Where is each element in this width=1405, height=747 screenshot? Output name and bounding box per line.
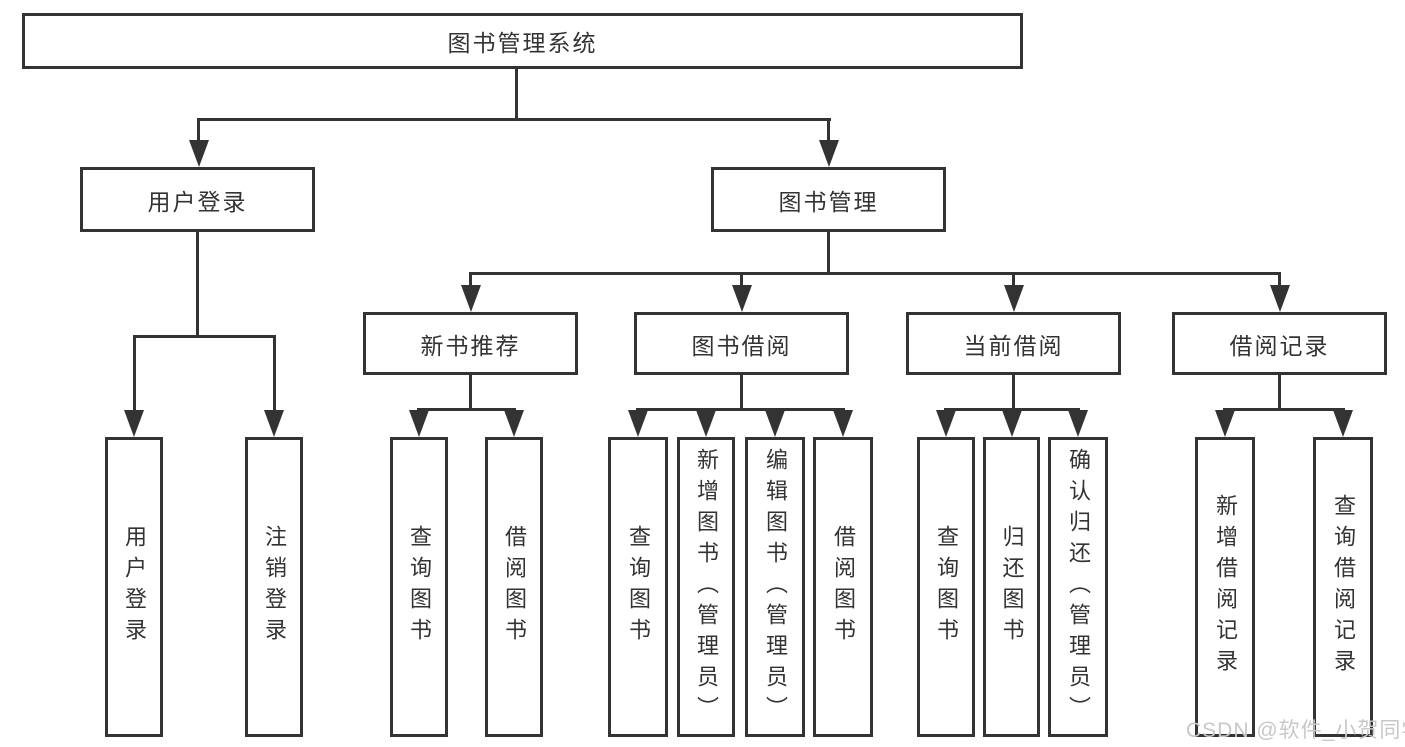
connector-line xyxy=(197,118,831,121)
node-user-login: 用户登录 xyxy=(80,167,315,232)
connector-line xyxy=(417,408,516,411)
arrow-down-icon xyxy=(264,410,284,437)
connector-line xyxy=(1012,375,1015,409)
arrow-down-icon xyxy=(1269,285,1290,312)
node-current-borrow: 当前借阅 xyxy=(906,312,1121,375)
arrow-down-icon xyxy=(1333,410,1353,437)
arrow-down-icon xyxy=(1215,410,1235,437)
arrow-shaft xyxy=(740,272,743,287)
node-book-management: 图书管理 xyxy=(711,167,946,232)
leaf-edit-books-admin: 编辑图书（管理员） xyxy=(745,437,805,737)
arrow-shaft xyxy=(272,335,276,412)
connector-line xyxy=(133,335,275,338)
arrow-down-icon xyxy=(818,140,839,167)
arrow-down-icon xyxy=(460,285,481,312)
connector-line xyxy=(740,375,743,409)
arrow-down-icon xyxy=(1068,410,1088,437)
arrow-shaft xyxy=(469,272,472,287)
connector-line xyxy=(1223,408,1345,411)
leaf-add-books-admin: 新增图书（管理员） xyxy=(677,437,735,737)
leaf-borrow-books-recommend: 借阅图书 xyxy=(485,437,543,737)
arrow-down-icon xyxy=(1001,410,1022,437)
leaf-query-books-borrow: 查询图书 xyxy=(608,437,668,737)
arrow-down-icon xyxy=(731,285,752,312)
arrow-shaft xyxy=(1012,272,1015,287)
connector-line xyxy=(636,408,845,411)
arrow-down-icon xyxy=(765,410,785,437)
arrow-down-icon xyxy=(124,410,144,437)
arrow-shaft xyxy=(827,118,830,142)
leaf-query-books-current: 查询图书 xyxy=(917,437,975,737)
connector-line xyxy=(827,232,830,273)
node-borrow-record: 借阅记录 xyxy=(1172,312,1387,375)
connector-line xyxy=(196,232,199,336)
arrow-down-icon xyxy=(696,410,716,437)
arrow-shaft xyxy=(197,118,200,142)
connector-line xyxy=(469,375,472,409)
node-library-management-system: 图书管理系统 xyxy=(22,13,1023,69)
node-book-borrow: 图书借阅 xyxy=(634,312,849,375)
csdn-watermark: CSDN @软件_小贺同学 xyxy=(1186,719,1405,742)
arrow-down-icon xyxy=(504,410,524,437)
leaf-query-books-recommend: 查询图书 xyxy=(390,437,448,737)
arrow-down-icon xyxy=(409,410,429,437)
leaf-return-books: 归还图书 xyxy=(983,437,1040,737)
leaf-user-login: 用户登录 xyxy=(105,437,163,737)
arrow-down-icon xyxy=(1003,285,1024,312)
leaf-borrow-books: 借阅图书 xyxy=(813,437,873,737)
arrow-down-icon xyxy=(833,410,853,437)
leaf-add-borrow-record: 新增借阅记录 xyxy=(1195,437,1255,737)
leaf-logout: 注销登录 xyxy=(245,437,303,737)
connector-line xyxy=(469,272,1281,275)
leaf-query-borrow-record: 查询借阅记录 xyxy=(1313,437,1373,737)
connector-line xyxy=(1278,375,1281,409)
connector-line xyxy=(515,69,518,119)
arrow-shaft xyxy=(132,335,136,412)
arrow-shaft xyxy=(1278,272,1281,287)
arrow-down-icon xyxy=(188,140,209,167)
node-new-book-recommend: 新书推荐 xyxy=(363,312,578,375)
leaf-confirm-return-admin: 确认归还（管理员） xyxy=(1048,437,1108,737)
arrow-down-icon xyxy=(628,410,648,437)
arrow-down-icon xyxy=(936,410,956,437)
